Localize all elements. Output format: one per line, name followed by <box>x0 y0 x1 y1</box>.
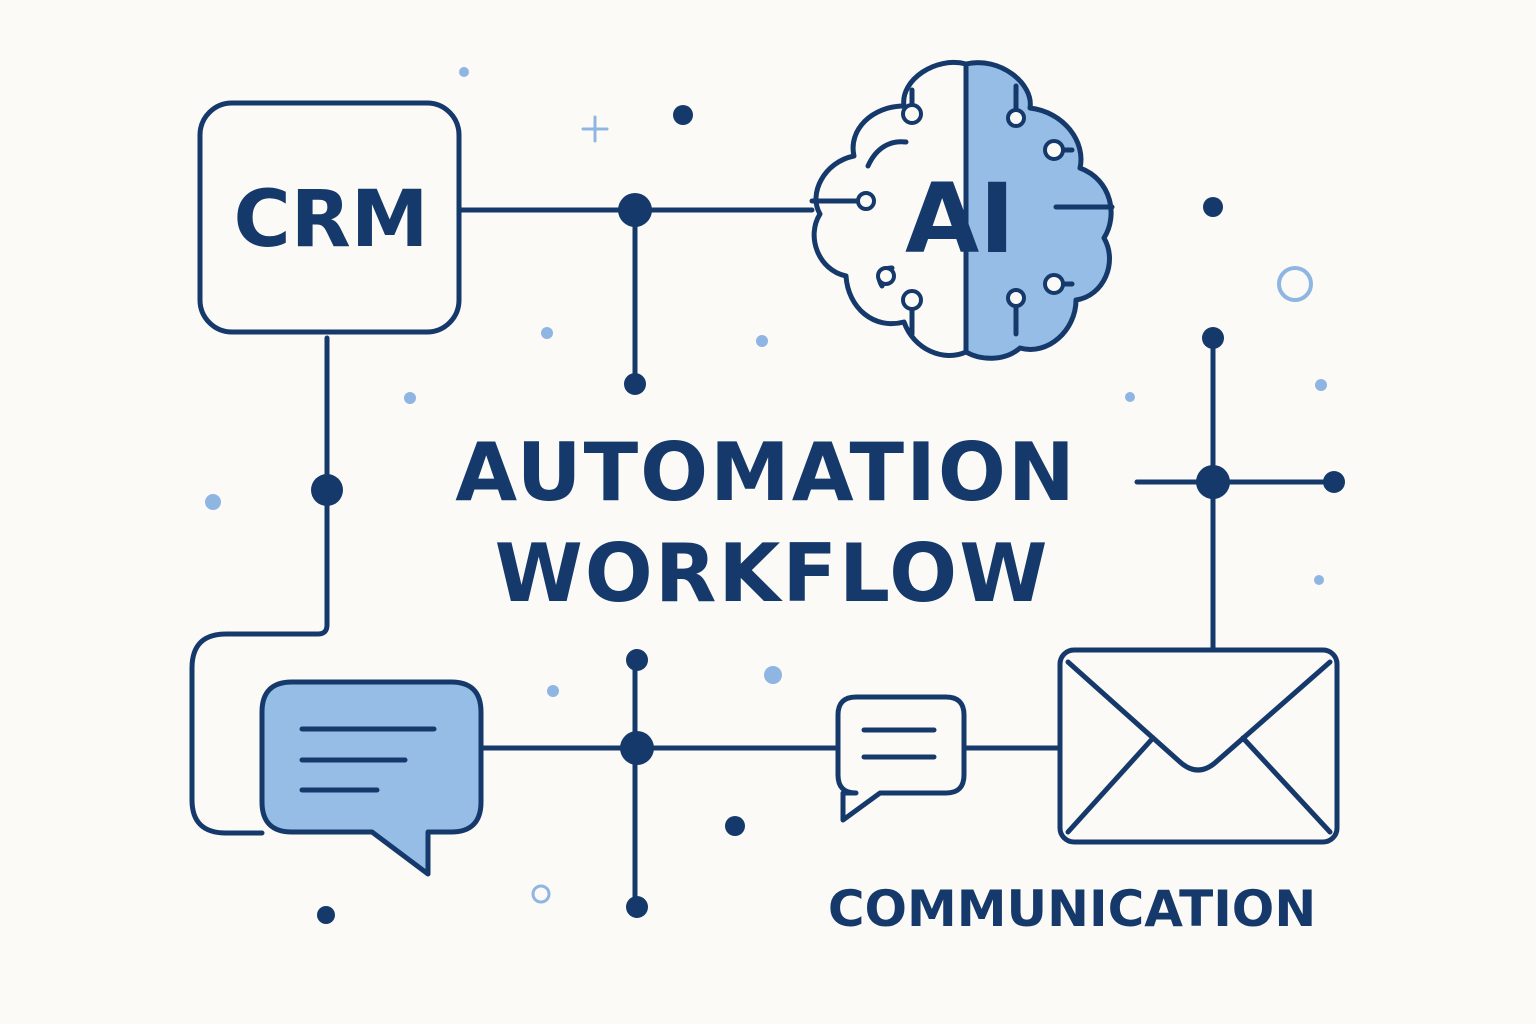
communication-label: COMMUNICATION <box>828 880 1316 938</box>
title-line-1: AUTOMATION <box>455 426 1077 519</box>
envelope-fold-right <box>1240 735 1333 835</box>
deco-dot <box>756 335 768 347</box>
title-line-2: WORKFLOW <box>495 527 1050 620</box>
deco-dot <box>1203 197 1223 217</box>
junction-end-dot <box>1202 327 1224 349</box>
deco-plus <box>581 115 609 143</box>
brain-nodes <box>856 103 1065 311</box>
deco-dot <box>404 392 416 404</box>
brain-circuit <box>865 139 909 169</box>
junctions <box>311 193 1345 918</box>
crm-node: CRM <box>197 100 462 335</box>
deco-dot <box>725 816 745 836</box>
junction-dot <box>620 731 654 765</box>
envelope-body <box>1057 647 1340 845</box>
junction-end-dot <box>626 649 648 671</box>
deco-dot <box>1315 379 1327 391</box>
chat-bubble-shape <box>259 679 484 877</box>
deco-ring <box>531 884 551 904</box>
message-icon <box>835 694 967 823</box>
deco-dot <box>317 906 335 924</box>
deco-dot <box>205 494 221 510</box>
ai-label: AI <box>905 163 1015 275</box>
chat-bubble-icon <box>259 679 484 877</box>
junction-end-dot <box>626 896 648 918</box>
deco-dot <box>1314 575 1324 585</box>
connector-crm-chat <box>189 335 330 836</box>
deco-ring <box>1277 266 1313 302</box>
brain-icon: AI <box>809 60 1115 361</box>
decorations <box>205 67 1327 924</box>
deco-dot <box>673 105 693 125</box>
deco-dot <box>541 327 553 339</box>
deco-dot <box>547 685 559 697</box>
envelope-icon <box>1057 647 1340 845</box>
junction-dot <box>1196 465 1230 499</box>
envelope-flap <box>1065 659 1333 773</box>
envelope-fold-left <box>1065 735 1156 835</box>
deco-dot <box>1125 392 1135 402</box>
deco-dot <box>764 666 782 684</box>
junction-end-dot <box>624 373 646 395</box>
brain-right-half <box>963 60 1114 361</box>
crm-box <box>197 100 462 335</box>
deco-dot <box>459 67 469 77</box>
connectors <box>189 207 1337 910</box>
brain-left-half <box>811 60 969 358</box>
junction-dot <box>311 474 343 506</box>
junction-end-dot <box>1323 471 1345 493</box>
junction-dot <box>618 193 652 227</box>
crm-label: CRM <box>234 175 429 265</box>
